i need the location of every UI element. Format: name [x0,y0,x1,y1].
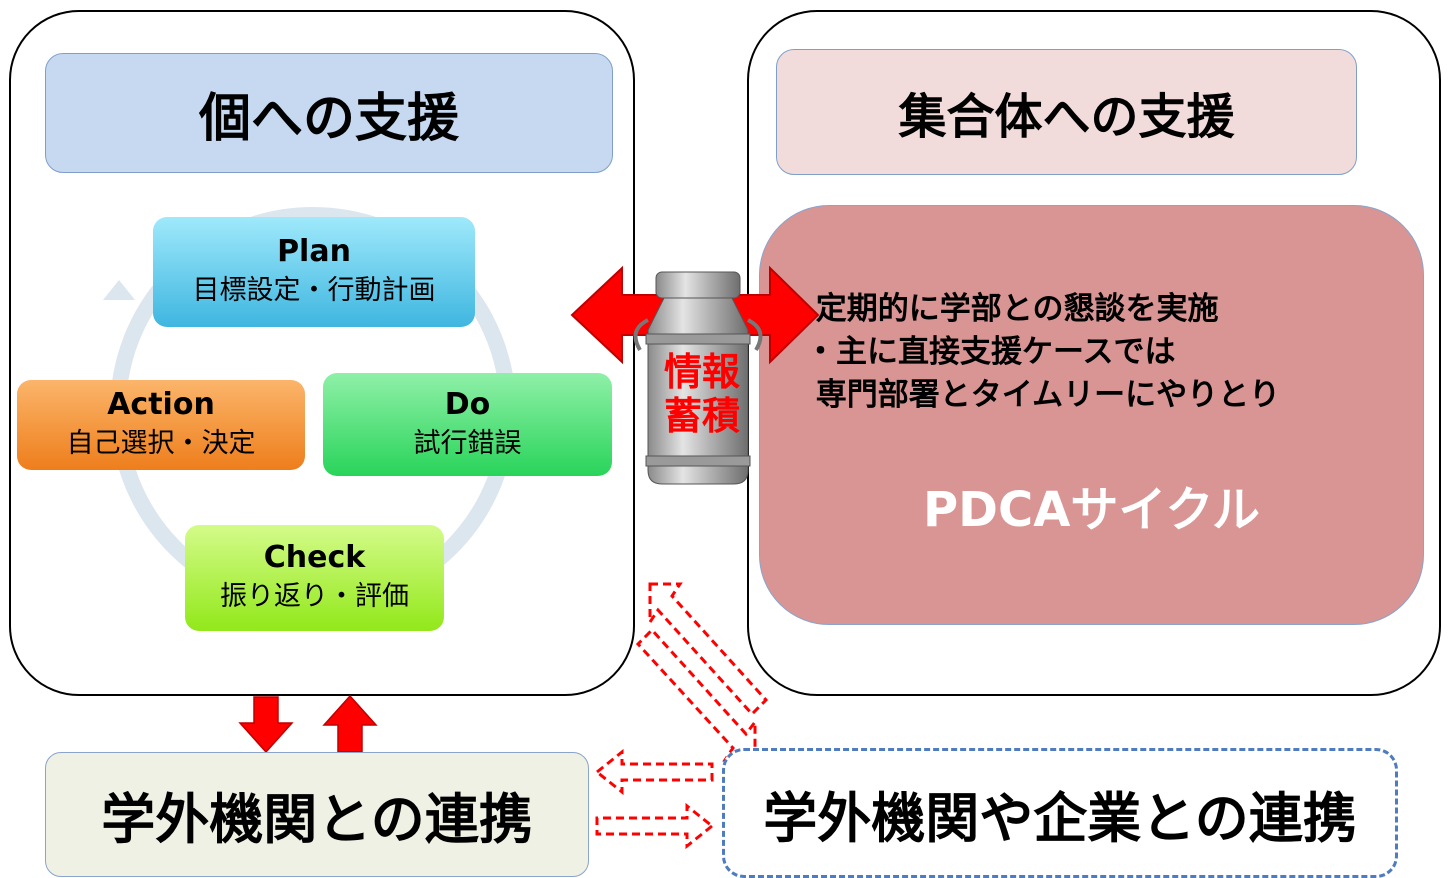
pdca-cycle-label: PDCAサイクル [923,482,1260,538]
check-title: Check [263,540,366,575]
check-box: Check 振り返り・評価 [185,525,444,631]
right-panel-title: 集合体への支援 [776,49,1357,175]
do-title: Do [444,386,491,422]
check-subtitle: 振り返り・評価 [220,581,409,612]
dashed-arrow-left [594,748,714,796]
external-org-company-collab-box: 学外機関や企業との連携 [722,748,1398,878]
pdca-bullets: 定期的に学部との懇談を実施 ・主に直接支援ケースでは 専門部署とタイムリーにやり… [805,291,1281,413]
plan-box: Plan 目標設定・行動計画 [153,217,475,327]
cycle-arrowhead [103,280,135,300]
dashed-arrow-right [595,802,715,850]
action-subtitle: 自己選択・決定 [66,428,256,459]
plan-title: Plan [277,234,351,269]
do-subtitle: 試行錯誤 [413,427,522,459]
pdca-box [759,205,1424,625]
milk-can-icon [633,271,763,485]
arrow-down-icon [238,696,294,754]
action-box: Action 自己選択・決定 [17,380,305,470]
left-panel-title: 個への支援 [45,53,613,173]
action-title: Action [107,387,215,422]
plan-subtitle: 目標設定・行動計画 [192,275,436,306]
do-box: Do 試行錯誤 [323,373,612,476]
external-org-collab-box: 学外機関との連携 [45,752,589,877]
info-accumulation-label: 情報 蓄積 [663,350,740,438]
dashed-arrow-upper [648,582,769,717]
arrow-up-icon [322,694,378,753]
